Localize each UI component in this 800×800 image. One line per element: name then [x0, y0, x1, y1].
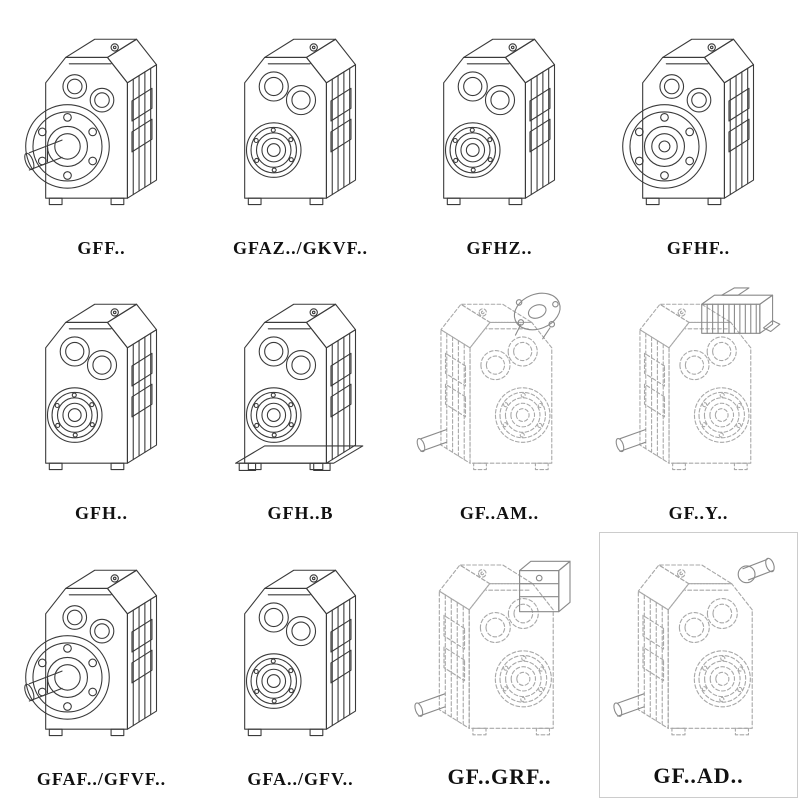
gearbox-foot-mounted-icon — [203, 271, 398, 501]
catalog-item-gfh-b: GFH..B — [201, 267, 400, 532]
gearbox-hollow-shaft-icon — [203, 536, 398, 767]
gearbox-output-flange-shaft-icon — [4, 536, 199, 767]
catalog-item-gfaf-gfvf: GFAF../GFVF.. — [2, 532, 201, 798]
model-label: GFA../GFV.. — [247, 769, 354, 789]
gearbox-hollow-shaft-icon — [402, 6, 597, 236]
model-label: GFH.. — [75, 503, 128, 523]
catalog-item-gf-ad: GF..AD.. — [599, 532, 798, 798]
model-label: GFAZ../GKVF.. — [232, 238, 368, 258]
gearbox-output-flange-shaft-icon — [4, 6, 199, 236]
model-label: GF..AM.. — [459, 503, 540, 523]
catalog-item-gfa-gfv: GFA../GFV.. — [201, 532, 400, 798]
catalog-item-gff: GFF.. — [2, 2, 201, 267]
gearbox-hollow-shaft-icon — [203, 6, 398, 236]
model-label: GFAF../GFVF.. — [36, 769, 167, 789]
model-label: GF..AD.. — [653, 763, 744, 788]
catalog-item-gf-grf: GF..GRF.. — [400, 532, 599, 798]
gearbox-hollow-shaft-icon — [4, 271, 199, 501]
gearbox-front-flange-icon — [601, 6, 796, 236]
catalog-item-gfaz-gkvf: GFAZ../GKVF.. — [201, 2, 400, 267]
model-label: GFHZ.. — [466, 238, 533, 258]
catalog-item-gf-am: GF..AM.. — [400, 267, 599, 532]
catalog-item-gfh: GFH.. — [2, 267, 201, 532]
gearbox-input-shaft-icon — [602, 537, 795, 761]
catalog-item-gfhz: GFHZ.. — [400, 2, 599, 267]
model-label: GFF.. — [77, 238, 126, 258]
gearbox-iec-adapter-flange-icon — [402, 271, 597, 501]
model-label: GF..GRF.. — [447, 764, 552, 789]
model-label: GFHF.. — [666, 238, 731, 258]
gearbox-cover-adapter-icon — [402, 536, 597, 762]
catalog-item-gfhf: GFHF.. — [599, 2, 798, 267]
catalog-item-gf-y: GF..Y.. — [599, 267, 798, 532]
model-label: GF..Y.. — [668, 503, 729, 523]
gearbox-motor-mounted-icon — [601, 271, 796, 501]
model-label: GFH..B — [267, 503, 334, 523]
